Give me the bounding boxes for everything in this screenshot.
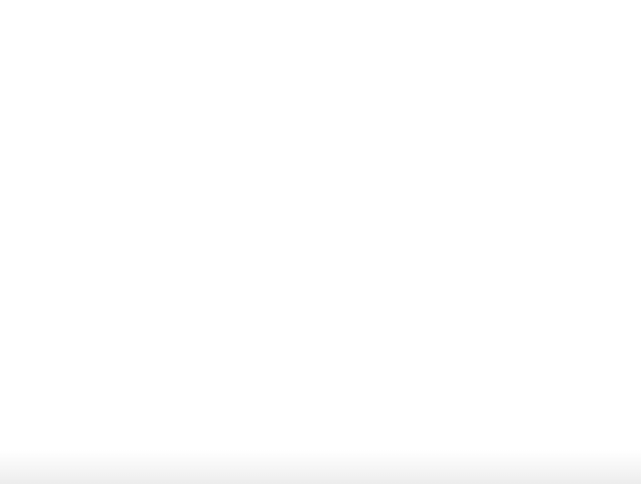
bottom-edge-shadow [0,450,641,484]
blank-content-area [0,0,641,450]
